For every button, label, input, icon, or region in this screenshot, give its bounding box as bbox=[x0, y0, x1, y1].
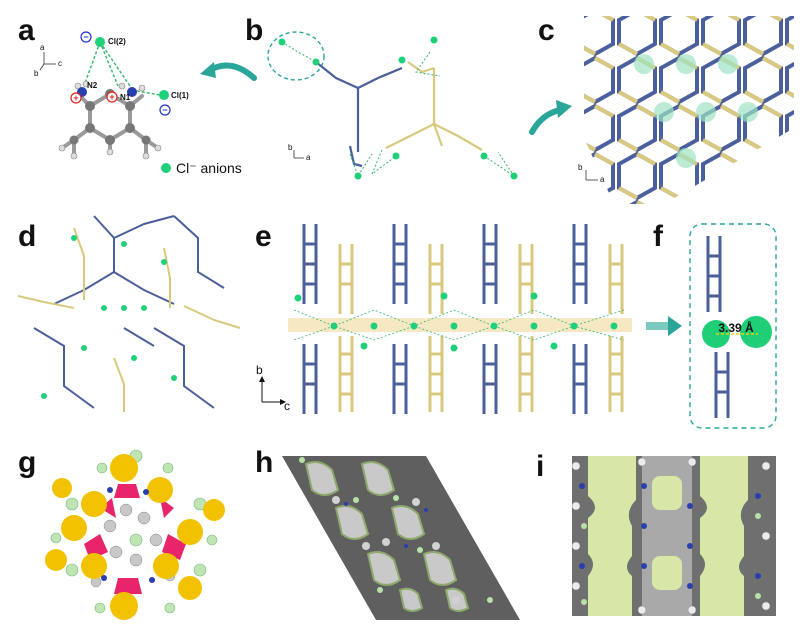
panel-letter-c: c bbox=[538, 14, 555, 47]
panel-c-axis-b: b bbox=[578, 163, 583, 172]
panel-a-legend: Cl⁻ anions bbox=[176, 160, 242, 176]
panel-e-axis-c: c bbox=[284, 399, 290, 413]
panel-letter-h: h bbox=[255, 446, 274, 479]
panel-letter-a: a bbox=[18, 14, 35, 47]
panel-f-detail: 3.39 Å bbox=[689, 223, 777, 429]
plus-marker-n1: + bbox=[106, 91, 118, 103]
panel-b-axis-b: b bbox=[288, 143, 293, 152]
panel-a-axis-a: a bbox=[40, 43, 45, 52]
cl2-label: Cl(2) bbox=[108, 37, 126, 46]
channel-band-left bbox=[588, 456, 636, 616]
cl1-atom bbox=[159, 90, 169, 100]
highlight-circle bbox=[267, 31, 325, 81]
stack-columns bbox=[302, 224, 624, 414]
panel-e-stacks: b c bbox=[256, 224, 632, 414]
svg-text:+: + bbox=[73, 93, 78, 103]
n1-label: N1 bbox=[120, 93, 131, 102]
panel-letter-g: g bbox=[18, 446, 37, 479]
n1-atom bbox=[127, 87, 137, 97]
chloride-layer-band bbox=[288, 318, 632, 332]
arrow-b-to-c bbox=[529, 100, 572, 135]
plus-marker-n2: + bbox=[70, 92, 82, 104]
panel-g-spacefill bbox=[45, 449, 225, 620]
panel-c-honeycomb: b a bbox=[578, 16, 794, 204]
minus-marker-cl1: − bbox=[159, 104, 171, 116]
panel-d-framework bbox=[17, 215, 241, 412]
arrow-b-to-a bbox=[200, 62, 257, 81]
panel-letter-f: f bbox=[653, 220, 663, 253]
cl2-atom bbox=[95, 37, 105, 47]
channel-band-right bbox=[700, 456, 748, 616]
panel-letter-d: d bbox=[18, 220, 37, 253]
panel-e-axis-b: b bbox=[256, 363, 263, 377]
cl-sphere-right bbox=[740, 316, 772, 348]
minus-marker-cl2: − bbox=[80, 31, 92, 43]
panel-h-surface bbox=[282, 456, 520, 620]
panel-letter-e: e bbox=[255, 220, 272, 253]
panel-a-axis-c: c bbox=[58, 59, 62, 68]
arrow-e-to-f bbox=[646, 316, 682, 336]
legend-cl-dot bbox=[161, 163, 171, 173]
panel-a-axes: a c b bbox=[34, 43, 62, 78]
panel-b-axis-a: a bbox=[306, 153, 311, 162]
n2-label: N2 bbox=[87, 81, 98, 90]
panel-c-axis-a: a bbox=[600, 175, 605, 184]
panel-i-channels bbox=[572, 456, 776, 616]
panel-a-axis-b: b bbox=[34, 69, 39, 78]
cl1-label: Cl(1) bbox=[171, 91, 189, 100]
panel-a-structure: a c b N2 N1 bbox=[34, 31, 189, 173]
panel-letter-i: i bbox=[536, 450, 545, 483]
panel-b-structure: b a bbox=[267, 31, 518, 180]
svg-text:−: − bbox=[83, 32, 88, 42]
svg-text:−: − bbox=[162, 105, 167, 115]
panel-letter-b: b bbox=[245, 14, 264, 47]
svg-text:+: + bbox=[109, 92, 114, 102]
distance-label: 3.39 Å bbox=[718, 320, 754, 335]
